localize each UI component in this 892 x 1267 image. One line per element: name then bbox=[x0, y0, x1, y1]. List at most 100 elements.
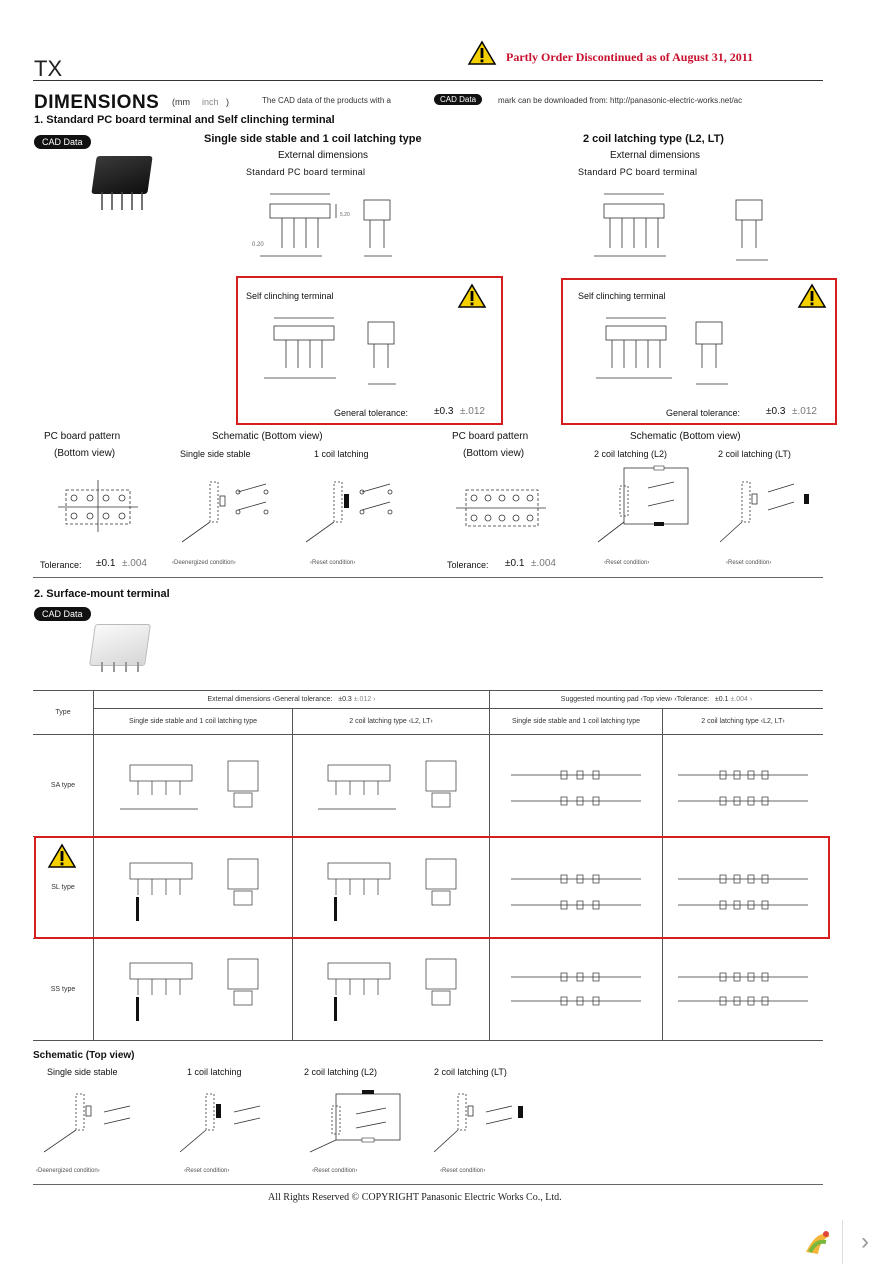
schematic-top-cond-4: ‹Reset condition› bbox=[440, 1168, 486, 1174]
left-bottom-view-label: (Bottom view) bbox=[54, 448, 116, 459]
table-row: SL type bbox=[33, 836, 823, 939]
right-tolerance-inch: ±.012 bbox=[792, 406, 817, 417]
smt-relay-photo bbox=[89, 624, 151, 666]
left-bottom-tolerance-label: Tolerance: bbox=[40, 560, 82, 570]
right-schematic-lt bbox=[719, 481, 809, 543]
left-schematic-1coil bbox=[305, 481, 393, 543]
right-standard-drawing bbox=[594, 193, 768, 261]
pad-tol-mm: ±0.1 bbox=[714, 696, 729, 703]
right-standard-label: Standard PC board terminal bbox=[578, 167, 698, 177]
schematic-top-1coil bbox=[179, 1093, 261, 1153]
pad-header-text: Suggested mounting pad ‹Top view› ‹Toler… bbox=[560, 696, 710, 703]
right-self-clinching-drawing bbox=[596, 317, 728, 385]
schematic-top-lt bbox=[433, 1093, 523, 1153]
table-row: SS type bbox=[33, 938, 823, 1041]
row-type-sa: SA type bbox=[33, 734, 94, 837]
schematic-top-label-2: 1 coil latching bbox=[187, 1067, 242, 1077]
discontinued-notice: Partly Order Discontinued as of August 3… bbox=[506, 50, 754, 64]
unit-mm: (mm bbox=[172, 97, 190, 107]
left-cond-reset: ‹Reset condition› bbox=[310, 560, 356, 566]
cad-note-prefix: The CAD data of the products with a bbox=[262, 96, 391, 105]
right-l2-label: 2 coil latching (L2) bbox=[594, 449, 668, 459]
left-schematic-single bbox=[181, 481, 269, 543]
smt-relay-pins bbox=[101, 662, 139, 672]
right-bottom-tolerance-inch: ±.004 bbox=[531, 558, 556, 569]
ext-header: External dimensions ‹General tolerance: … bbox=[93, 690, 490, 709]
schematic-top-label-4: 2 coil latching (LT) bbox=[434, 1067, 507, 1077]
sa-pad-single bbox=[489, 734, 663, 837]
schematic-top-cond-2: ‹Reset condition› bbox=[184, 1168, 230, 1174]
warning-icon bbox=[457, 283, 487, 314]
left-self-clinching-label: Self clinching terminal bbox=[246, 291, 334, 301]
left-cond-deenergized: ‹Deenergized condition› bbox=[172, 560, 236, 566]
right-self-clinching-label: Self clinching terminal bbox=[578, 291, 666, 301]
ss-pad-2coil bbox=[662, 938, 823, 1041]
relay-product-photo bbox=[91, 156, 153, 194]
right-schematic-label: Schematic (Bottom view) bbox=[630, 431, 741, 442]
ss-pad-single bbox=[489, 938, 663, 1041]
left-bottom-tolerance-mm: ±0.1 bbox=[96, 558, 116, 569]
sub-header-3: Single side stable and 1 coil latching t… bbox=[489, 708, 663, 735]
schematic-top-label-3: 2 coil latching (L2) bbox=[304, 1067, 378, 1077]
right-tolerance-label: General tolerance: bbox=[666, 408, 741, 418]
svg-text:5.20: 5.20 bbox=[340, 212, 350, 218]
section1-cad-badge[interactable]: CAD Data bbox=[34, 135, 91, 149]
pad-tol-inch: ±.004 › bbox=[730, 696, 753, 703]
right-lt-label: 2 coil latching (LT) bbox=[718, 449, 791, 459]
left-bottom-tolerance-inch: ±.004 bbox=[122, 558, 147, 569]
cad-badge-inline: CAD Data bbox=[434, 94, 483, 105]
right-external-label: External dimensions bbox=[610, 150, 701, 161]
schematic-top-label-1: Single side stable bbox=[47, 1067, 118, 1077]
chevron-right-icon[interactable]: › bbox=[842, 1220, 887, 1264]
sub-header-1: Single side stable and 1 coil latching t… bbox=[93, 708, 293, 735]
schematic-top-cond-3: ‹Reset condition› bbox=[312, 1168, 358, 1174]
right-self-clinching-box bbox=[561, 278, 837, 425]
smt-dimensions-table: Type External dimensions ‹General tolera… bbox=[33, 690, 823, 1041]
left-tolerance-inch: ±.012 bbox=[460, 406, 485, 417]
section1-title: 1. Standard PC board terminal and Self c… bbox=[34, 114, 335, 126]
section2-title: 2. Surface-mount terminal bbox=[34, 588, 170, 600]
left-standard-drawing: 0.20 5.20 bbox=[252, 193, 392, 257]
sub-header-4: 2 coil latching type ‹L2, LT› bbox=[662, 708, 823, 735]
left-self-clinching-box bbox=[236, 276, 503, 425]
dimensions-title: DIMENSIONS bbox=[34, 92, 160, 113]
ext-header-text: External dimensions ‹General tolerance: bbox=[207, 696, 333, 703]
left-single-label: Single side stable bbox=[180, 449, 251, 459]
sl-type-highlight-box bbox=[34, 836, 830, 939]
right-pcb-pattern bbox=[456, 489, 546, 527]
schematic-top-l2 bbox=[309, 1090, 401, 1153]
section2-cad-badge[interactable]: CAD Data bbox=[34, 607, 91, 621]
left-pcb-label: PC board pattern bbox=[44, 431, 121, 442]
unit-close: ) bbox=[226, 97, 229, 107]
schematic-top-cond-1: ‹Deenergized condition› bbox=[36, 1168, 100, 1174]
left-tolerance-mm: ±0.3 bbox=[434, 406, 454, 417]
left-schematic-label: Schematic (Bottom view) bbox=[212, 431, 323, 442]
ext-tol-mm: ±0.3 bbox=[338, 696, 352, 703]
schematic-top-single bbox=[43, 1093, 131, 1153]
left-type-title: Single side stable and 1 coil latching t… bbox=[204, 133, 422, 145]
left-self-clinching-drawing bbox=[264, 317, 396, 385]
sa-pad-2coil bbox=[662, 734, 823, 837]
right-tolerance-mm: ±0.3 bbox=[766, 406, 786, 417]
pad-header: Suggested mounting pad ‹Top view› ‹Toler… bbox=[489, 690, 823, 709]
left-pcb-pattern bbox=[58, 480, 138, 532]
viewer-logo-icon[interactable] bbox=[796, 1222, 840, 1262]
header-divider bbox=[33, 80, 823, 81]
right-pcb-label: PC board pattern bbox=[452, 431, 529, 442]
sl-ext-single bbox=[93, 836, 293, 939]
schematic-top-title: Schematic (Top view) bbox=[33, 1050, 135, 1061]
left-external-label: External dimensions bbox=[278, 150, 369, 161]
ss-ext-single bbox=[93, 938, 293, 1041]
row-type-ss: SS type bbox=[33, 938, 94, 1041]
unit-inch: inch bbox=[202, 97, 219, 107]
left-tolerance-label: General tolerance: bbox=[334, 408, 409, 418]
warning-icon bbox=[467, 40, 497, 71]
right-cond-reset-1: ‹Reset condition› bbox=[604, 560, 650, 566]
left-standard-label: Standard PC board terminal bbox=[246, 167, 366, 177]
copyright-text: All Rights Reserved © COPYRIGHT Panasoni… bbox=[268, 1192, 562, 1203]
svg-text:0.20: 0.20 bbox=[252, 242, 264, 248]
relay-pins bbox=[101, 192, 143, 210]
sl-pad-2coil bbox=[662, 836, 823, 939]
section-divider bbox=[33, 577, 823, 578]
right-cond-reset-2: ‹Reset condition› bbox=[726, 560, 772, 566]
